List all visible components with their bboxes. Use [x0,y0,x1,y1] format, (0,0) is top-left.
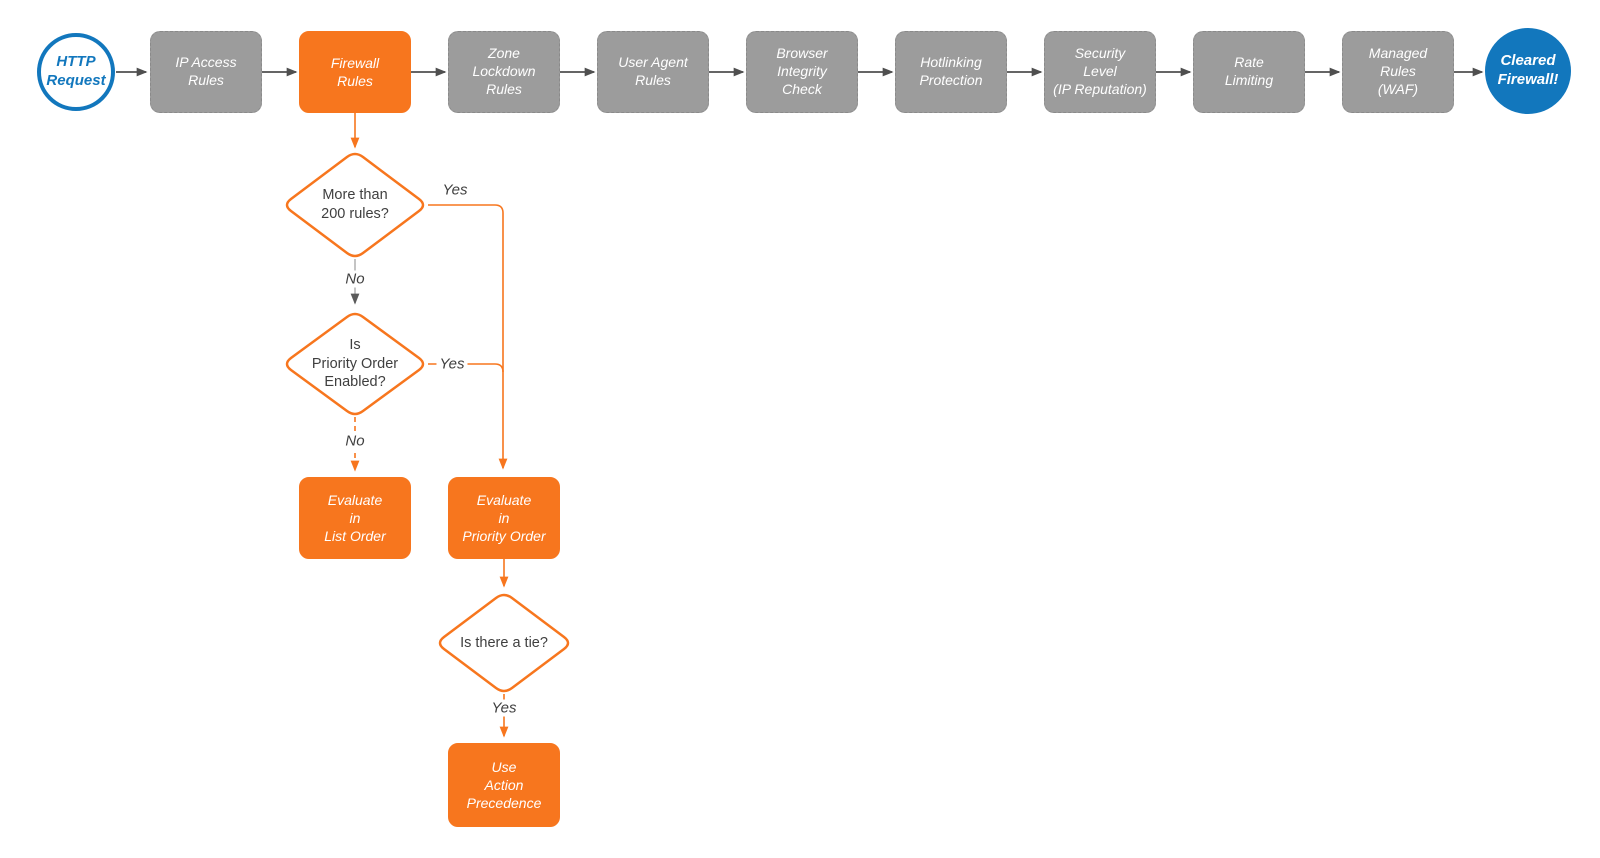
decision-priority-order-enabled: Is Priority Order Enabled? [283,311,427,417]
stage-security-level: Security Level (IP Reputation) [1044,31,1156,113]
outcome-label: Use Action Precedence [466,758,542,812]
decision-is-there-a-tie-shape [438,593,570,693]
stage-label: Managed Rules (WAF) [1368,45,1428,97]
stage-label: User Agent Rules [618,54,688,88]
decision-more-than-200-rules-shape [285,152,425,258]
outcome-evaluate-in-priority-order: Evaluate in Priority Order [448,477,560,559]
connector-yes-priority-merge [428,363,504,373]
decision-label: Is there a tie? [460,634,548,651]
edge-label-yes-priority: Yes [436,355,468,373]
stage-rate-limiting: Rate Limiting [1193,31,1305,113]
stage-firewall-rules: Firewall Rules [299,31,411,113]
decision-priority-order-enabled-shape [285,312,425,416]
stage-label: Rate Limiting [1224,54,1274,88]
outcome-evaluate-in-list-order: Evaluate in List Order [299,477,411,559]
edge-label-no-rules: No [342,270,368,288]
stage-browser-integrity-check: Browser Integrity Check [746,31,858,113]
stage-managed-rules-waf: Managed Rules (WAF) [1342,31,1454,113]
edge-label-yes-rules: Yes [439,181,471,199]
stage-label: Security Level (IP Reputation) [1053,45,1147,97]
cleared-firewall-node: Cleared Firewall! [1485,28,1571,114]
http-request-node: HTTP Request [37,33,115,111]
connector-yes-rules-to-evaluate-priority [428,204,508,470]
stage-label: Zone Lockdown Rules [472,45,536,97]
edge-label-yes-tie: Yes [488,699,520,717]
http-request-label: HTTP Request [46,53,106,89]
decision-label: Is Priority Order Enabled? [311,336,399,391]
decision-more-than-200-rules: More than 200 rules? [283,151,427,259]
stage-label: IP Access Rules [175,54,237,88]
decision-is-there-a-tie: Is there a tie? [436,592,572,694]
stage-label: Hotlinking Protection [919,54,983,88]
stage-zone-lockdown-rules: Zone Lockdown Rules [448,31,560,113]
stage-hotlinking-protection: Hotlinking Protection [895,31,1007,113]
decision-label: More than 200 rules? [321,187,389,222]
stage-ip-access-rules: IP Access Rules [150,31,262,113]
outcome-label: Evaluate in Priority Order [462,491,546,545]
outcome-label: Evaluate in List Order [324,491,386,545]
edge-label-no-priority: No [342,432,368,450]
stage-label: Firewall Rules [330,54,380,89]
outcome-use-action-precedence: Use Action Precedence [448,743,560,827]
cleared-firewall-label: Cleared Firewall! [1497,52,1559,88]
stage-user-agent-rules: User Agent Rules [597,31,709,113]
stage-label: Browser Integrity Check [776,45,828,97]
